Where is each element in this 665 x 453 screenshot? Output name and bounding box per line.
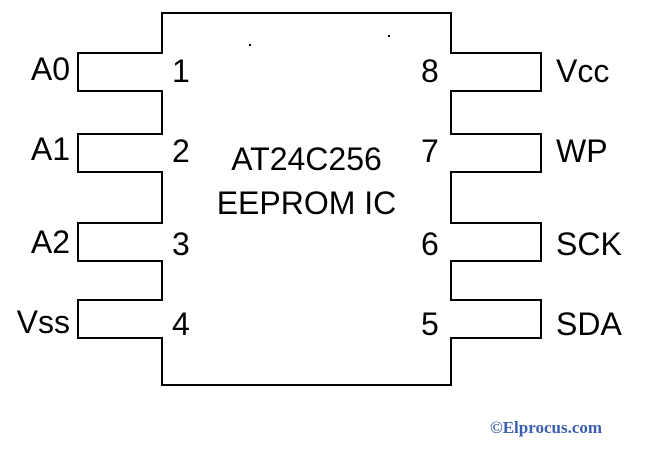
pin-number-6: 6 — [421, 226, 439, 262]
chip-part-number: AT24C256 — [231, 141, 382, 177]
pin-lead-1 — [77, 52, 163, 92]
credit-watermark: ©Elprocus.com — [490, 418, 603, 437]
ic-body — [161, 12, 452, 386]
pin-lead-5 — [450, 299, 542, 339]
pin-signal-8: Vcc — [556, 53, 610, 89]
pin-signal-2: A1 — [30, 131, 70, 167]
pin-signal-7: WP — [556, 133, 608, 169]
pin-lead-4 — [77, 299, 163, 339]
pin-lead-8 — [450, 52, 542, 92]
chip-type-label: EEPROM IC — [216, 185, 397, 221]
pin-signal-1: A0 — [30, 51, 70, 87]
pin-number-3: 3 — [172, 226, 190, 262]
pin-lead-6 — [450, 222, 542, 262]
pin-signal-6: SCK — [556, 226, 622, 262]
pin-lead-3 — [77, 222, 163, 262]
pin-lead-2 — [77, 133, 163, 173]
pin-signal-5: SDA — [556, 306, 622, 342]
pin-number-7: 7 — [421, 133, 439, 169]
pin-signal-3: A2 — [30, 224, 70, 260]
pin-signal-4: Vss — [16, 304, 70, 340]
pin-number-2: 2 — [172, 133, 190, 169]
pin-number-1: 1 — [172, 53, 190, 89]
marker-dot — [249, 44, 251, 46]
pin-number-5: 5 — [421, 306, 439, 342]
pin-number-4: 4 — [172, 306, 190, 342]
pin-lead-7 — [450, 133, 542, 173]
marker-dot — [388, 35, 390, 37]
pin-number-8: 8 — [421, 53, 439, 89]
